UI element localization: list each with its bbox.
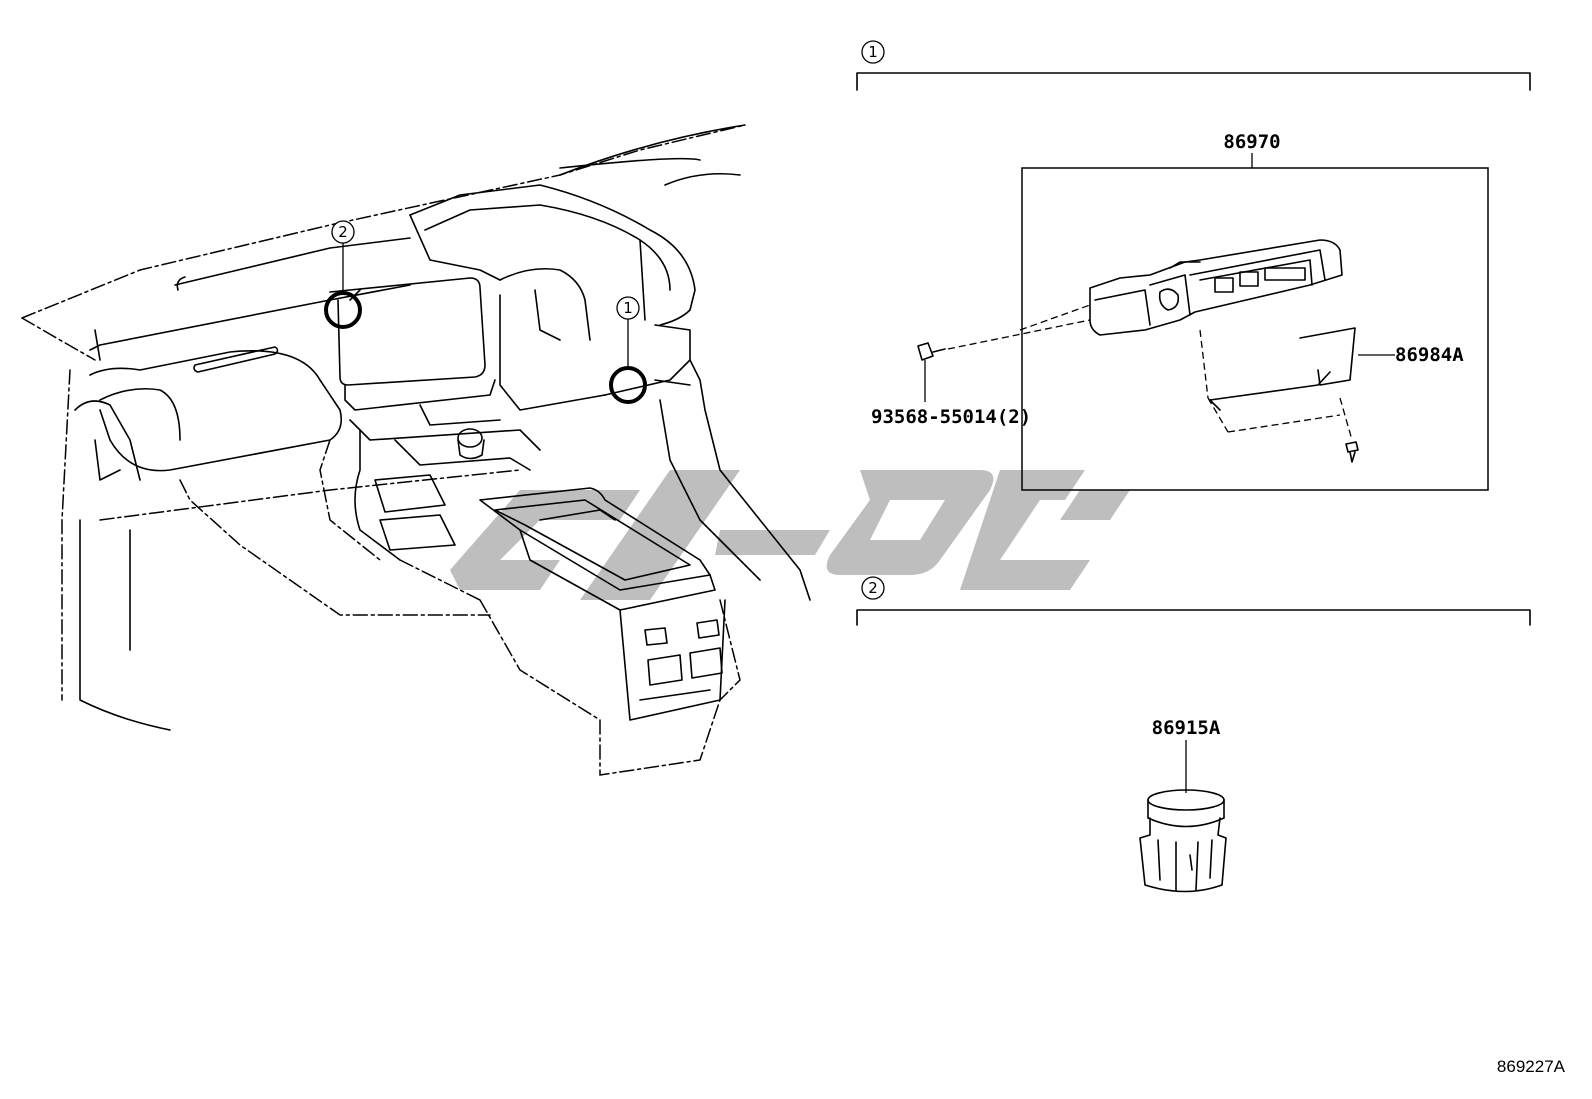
callout-1-number: 1 <box>623 299 633 317</box>
part-label-86915A: 86915A <box>1152 717 1221 739</box>
part-label-86984A: 86984A <box>1395 344 1464 366</box>
section-2-number: 2 <box>868 579 878 597</box>
control-module-drawing <box>1089 239 1343 336</box>
bracket-drawing <box>1199 327 1359 463</box>
usb-jack-drawing <box>1139 789 1227 893</box>
callout-2-number: 2 <box>338 223 348 241</box>
diagram-code: 869227A <box>1497 1057 1566 1076</box>
callout-1-marker: 1 <box>616 296 640 367</box>
callout-2-marker: 2 <box>331 220 355 292</box>
section-1-number: 1 <box>868 43 878 61</box>
section-2: 2 86915A <box>856 576 1531 893</box>
part-label-86970: 86970 <box>1223 131 1280 153</box>
part-label-93568-55014: 93568-55014(2) <box>871 406 1031 428</box>
section-1: 1 86970 <box>856 40 1531 491</box>
dashboard-illustration <box>21 124 811 776</box>
bolt-drawing <box>917 304 1091 361</box>
